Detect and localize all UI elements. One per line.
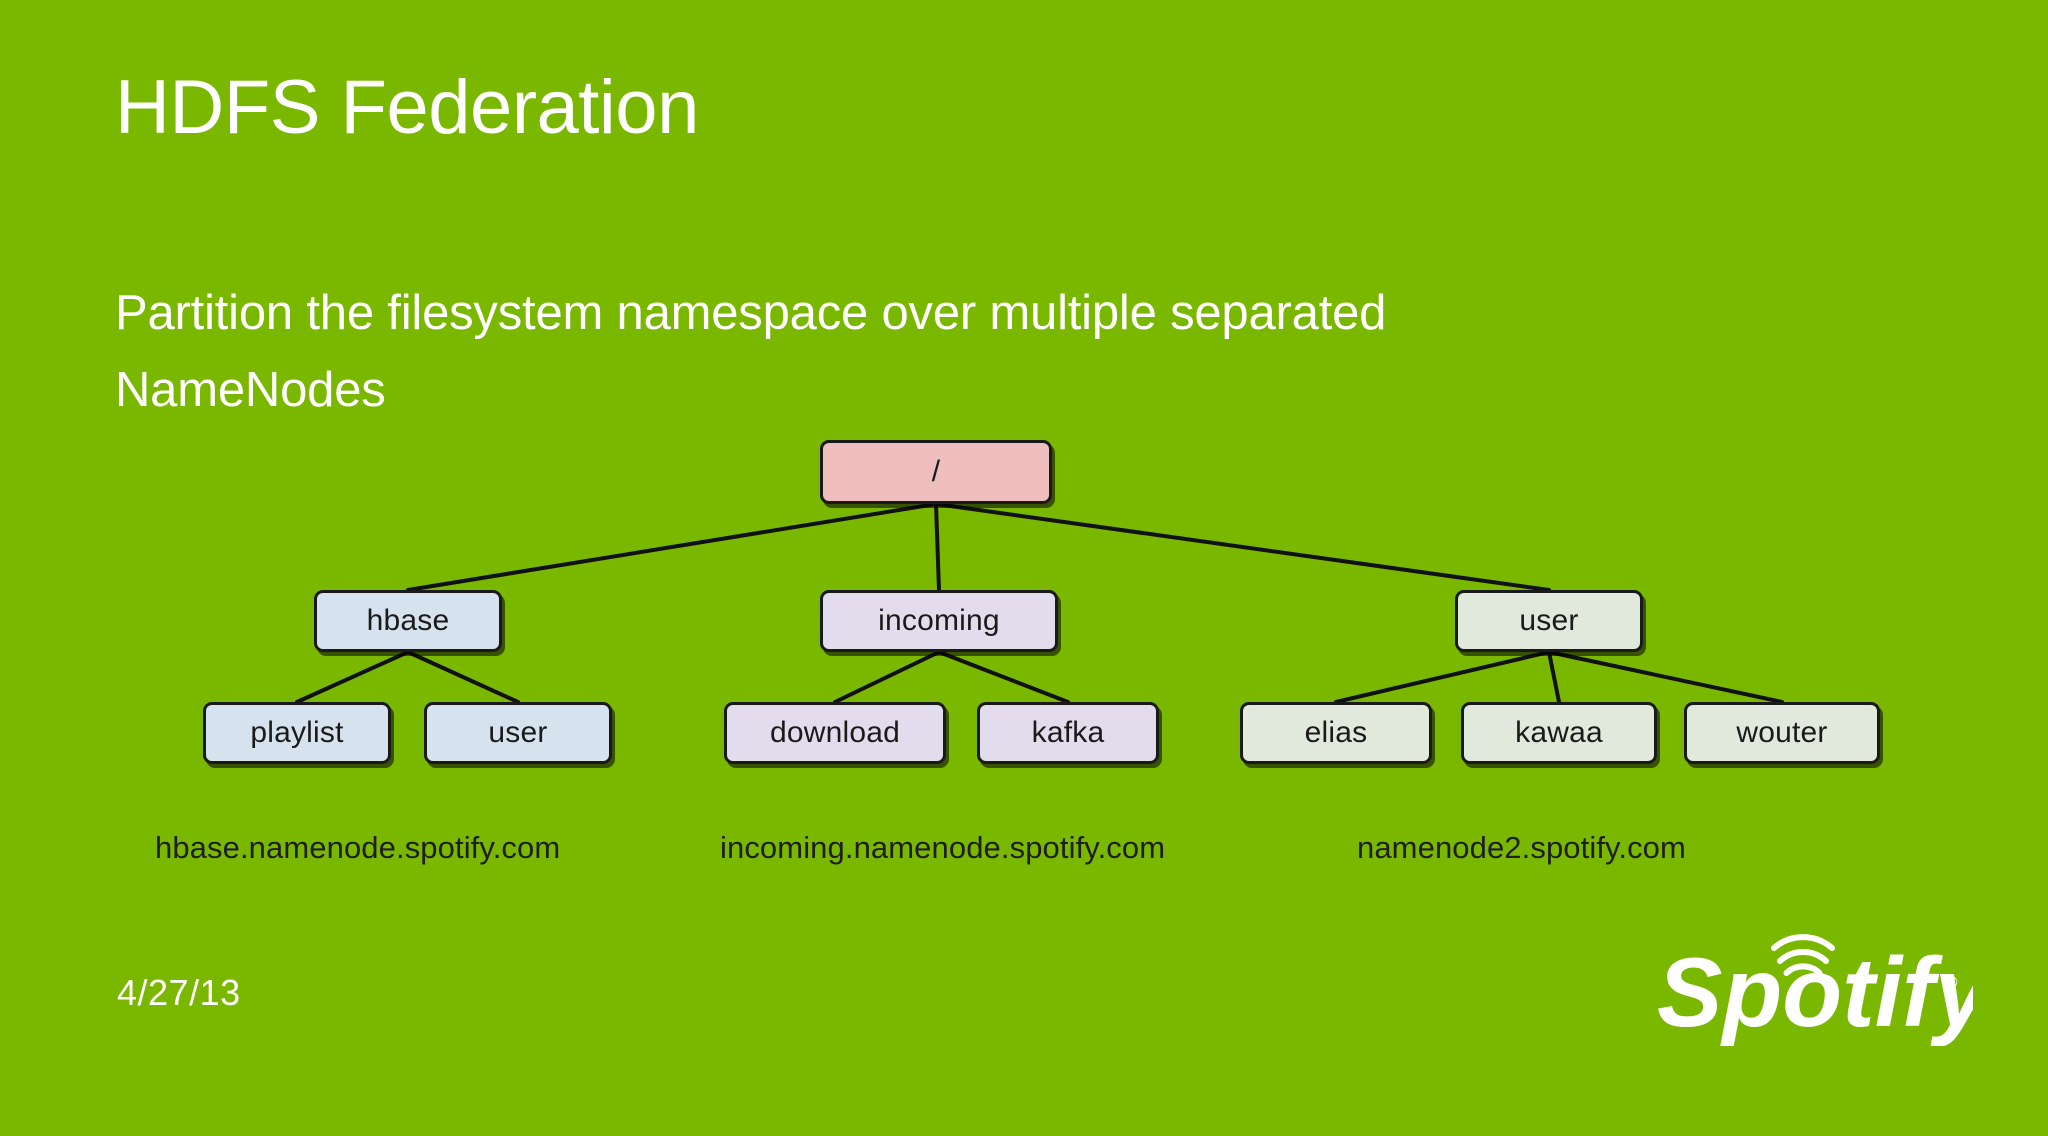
registered-trademark-mark: ® [1945,973,1958,992]
tree-edge-user-to-elias [1334,650,1551,704]
tree-node-download: download [724,702,946,764]
tree-node-label: user [488,716,548,749]
tree-edge-hbase-to-hb-user [406,650,520,704]
tree-edge-user-to-wouter [1547,650,1784,704]
spotify-logo-svg: Spotify ® [1657,934,1973,1046]
caption-hbase: hbase.namenode.spotify.com [155,830,561,865]
tree-edge-root-to-user [934,502,1551,592]
tree-edge-incoming-to-download [833,650,941,704]
hdfs-federation-tree-diagram: / hbase incoming user playlist user download ka… [0,440,2048,865]
tree-node-kawaa: kawaa [1461,702,1657,764]
tree-node-label: wouter [1736,716,1828,749]
tree-node-label: kawaa [1515,716,1603,749]
slide-body-text: Partition the filesystem namespace over … [115,275,1935,430]
tree-node-root: / [820,440,1052,504]
tree-node-hbase: hbase [314,590,502,652]
caption-incoming: incoming.namenode.spotify.com [720,830,1166,865]
tree-node-wouter: wouter [1684,702,1880,764]
tree-node-incoming: incoming [820,590,1058,652]
tree-node-label: kafka [1031,716,1105,749]
tree-node-label: download [769,716,901,749]
tree-node-label: playlist [250,716,344,749]
tree-edge-root-to-hbase [406,502,938,592]
tree-node-label: user [1519,604,1579,637]
tree-edge-user-to-kawaa [1547,650,1561,704]
spotify-wordmark: Spotify [1657,937,1973,1046]
tree-node-kafka: kafka [977,702,1159,764]
spotify-logo: Spotify ® [1653,916,1973,1046]
body-line-1: Partition the filesystem namespace over … [115,286,1387,340]
tree-node-label: hbase [366,604,450,637]
tree-node-label: elias [1304,716,1368,749]
tree-node-label: / [931,455,941,488]
tree-node-label: incoming [878,604,1000,637]
page-title: HDFS Federation [115,65,699,150]
tree-node-hb-user: user [424,702,612,764]
caption-user: namenode2.spotify.com [1357,830,1686,865]
tree-edge-hbase-to-playlist [295,650,410,704]
tree-node-user: user [1455,590,1643,652]
body-line-2: NameNodes [115,363,386,418]
tree-edge-incoming-to-kafka [937,650,1070,704]
tree-node-playlist: playlist [203,702,391,764]
spotify-waves-icon [1771,934,1835,976]
tree-edge-root-to-incoming [934,502,941,592]
slide-date: 4/27/13 [117,972,241,1013]
tree-node-elias: elias [1240,702,1432,764]
